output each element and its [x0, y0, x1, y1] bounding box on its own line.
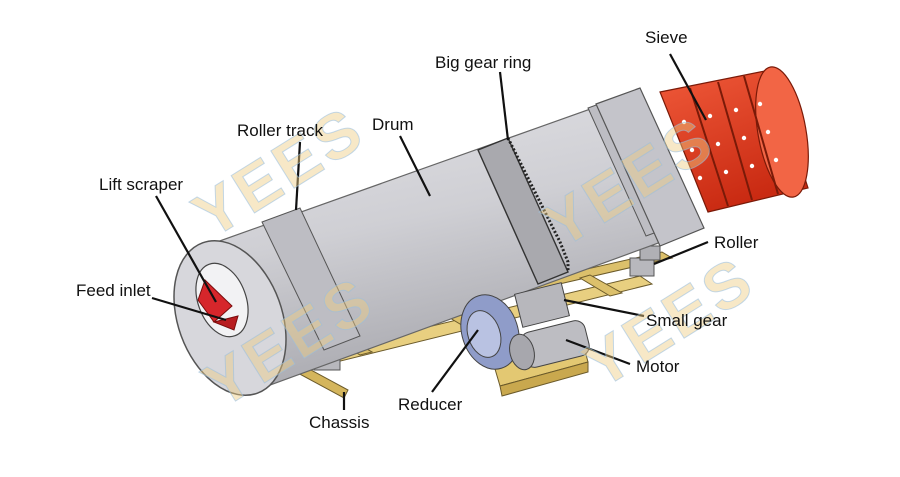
- label-chassis: Chassis: [309, 413, 370, 432]
- leader-big-gear-ring: [498, 71, 510, 141]
- chassis-crossbar-right: [578, 274, 624, 297]
- motor-end: [509, 333, 535, 371]
- label-roller-track: Roller track: [237, 121, 323, 140]
- label-motor: Motor: [636, 357, 680, 376]
- sieve-rib-1: [689, 87, 729, 207]
- motor-base-side: [499, 361, 589, 397]
- sieve-assembly: [659, 66, 809, 213]
- label-feed-inlet: Feed inlet: [76, 281, 151, 300]
- discharge-housing: [595, 87, 705, 247]
- leader-lines: [151, 53, 709, 410]
- label-reducer: Reducer: [398, 395, 463, 414]
- big-gear-ring: [477, 137, 569, 285]
- leader-small-gear: [563, 298, 645, 318]
- leader-roller: [653, 240, 709, 266]
- leader-roller-track: [294, 141, 302, 211]
- leader-drum: [399, 135, 431, 197]
- sieve-holes: [681, 101, 779, 181]
- drive-unit: [460, 282, 590, 371]
- label-roller: Roller: [714, 233, 759, 252]
- reducer-face: [466, 310, 502, 358]
- roller-right-front: [629, 257, 655, 277]
- label-big-gear-ring: Big gear ring: [435, 53, 532, 72]
- sieve-rib-3: [743, 75, 779, 195]
- leader-lift-scraper: [155, 195, 217, 303]
- leader-motor: [565, 338, 631, 366]
- label-lift-scraper: Lift scraper: [99, 175, 184, 194]
- sieve-rib-2: [717, 81, 753, 201]
- label-drum: Drum: [372, 115, 414, 134]
- leader-sieve: [669, 53, 707, 121]
- roller-track-left: [261, 207, 361, 351]
- label-sieve: Sieve: [645, 28, 688, 47]
- leader-reducer: [431, 329, 479, 393]
- leader-feed-inlet: [151, 296, 227, 322]
- label-small-gear: Small gear: [646, 311, 728, 330]
